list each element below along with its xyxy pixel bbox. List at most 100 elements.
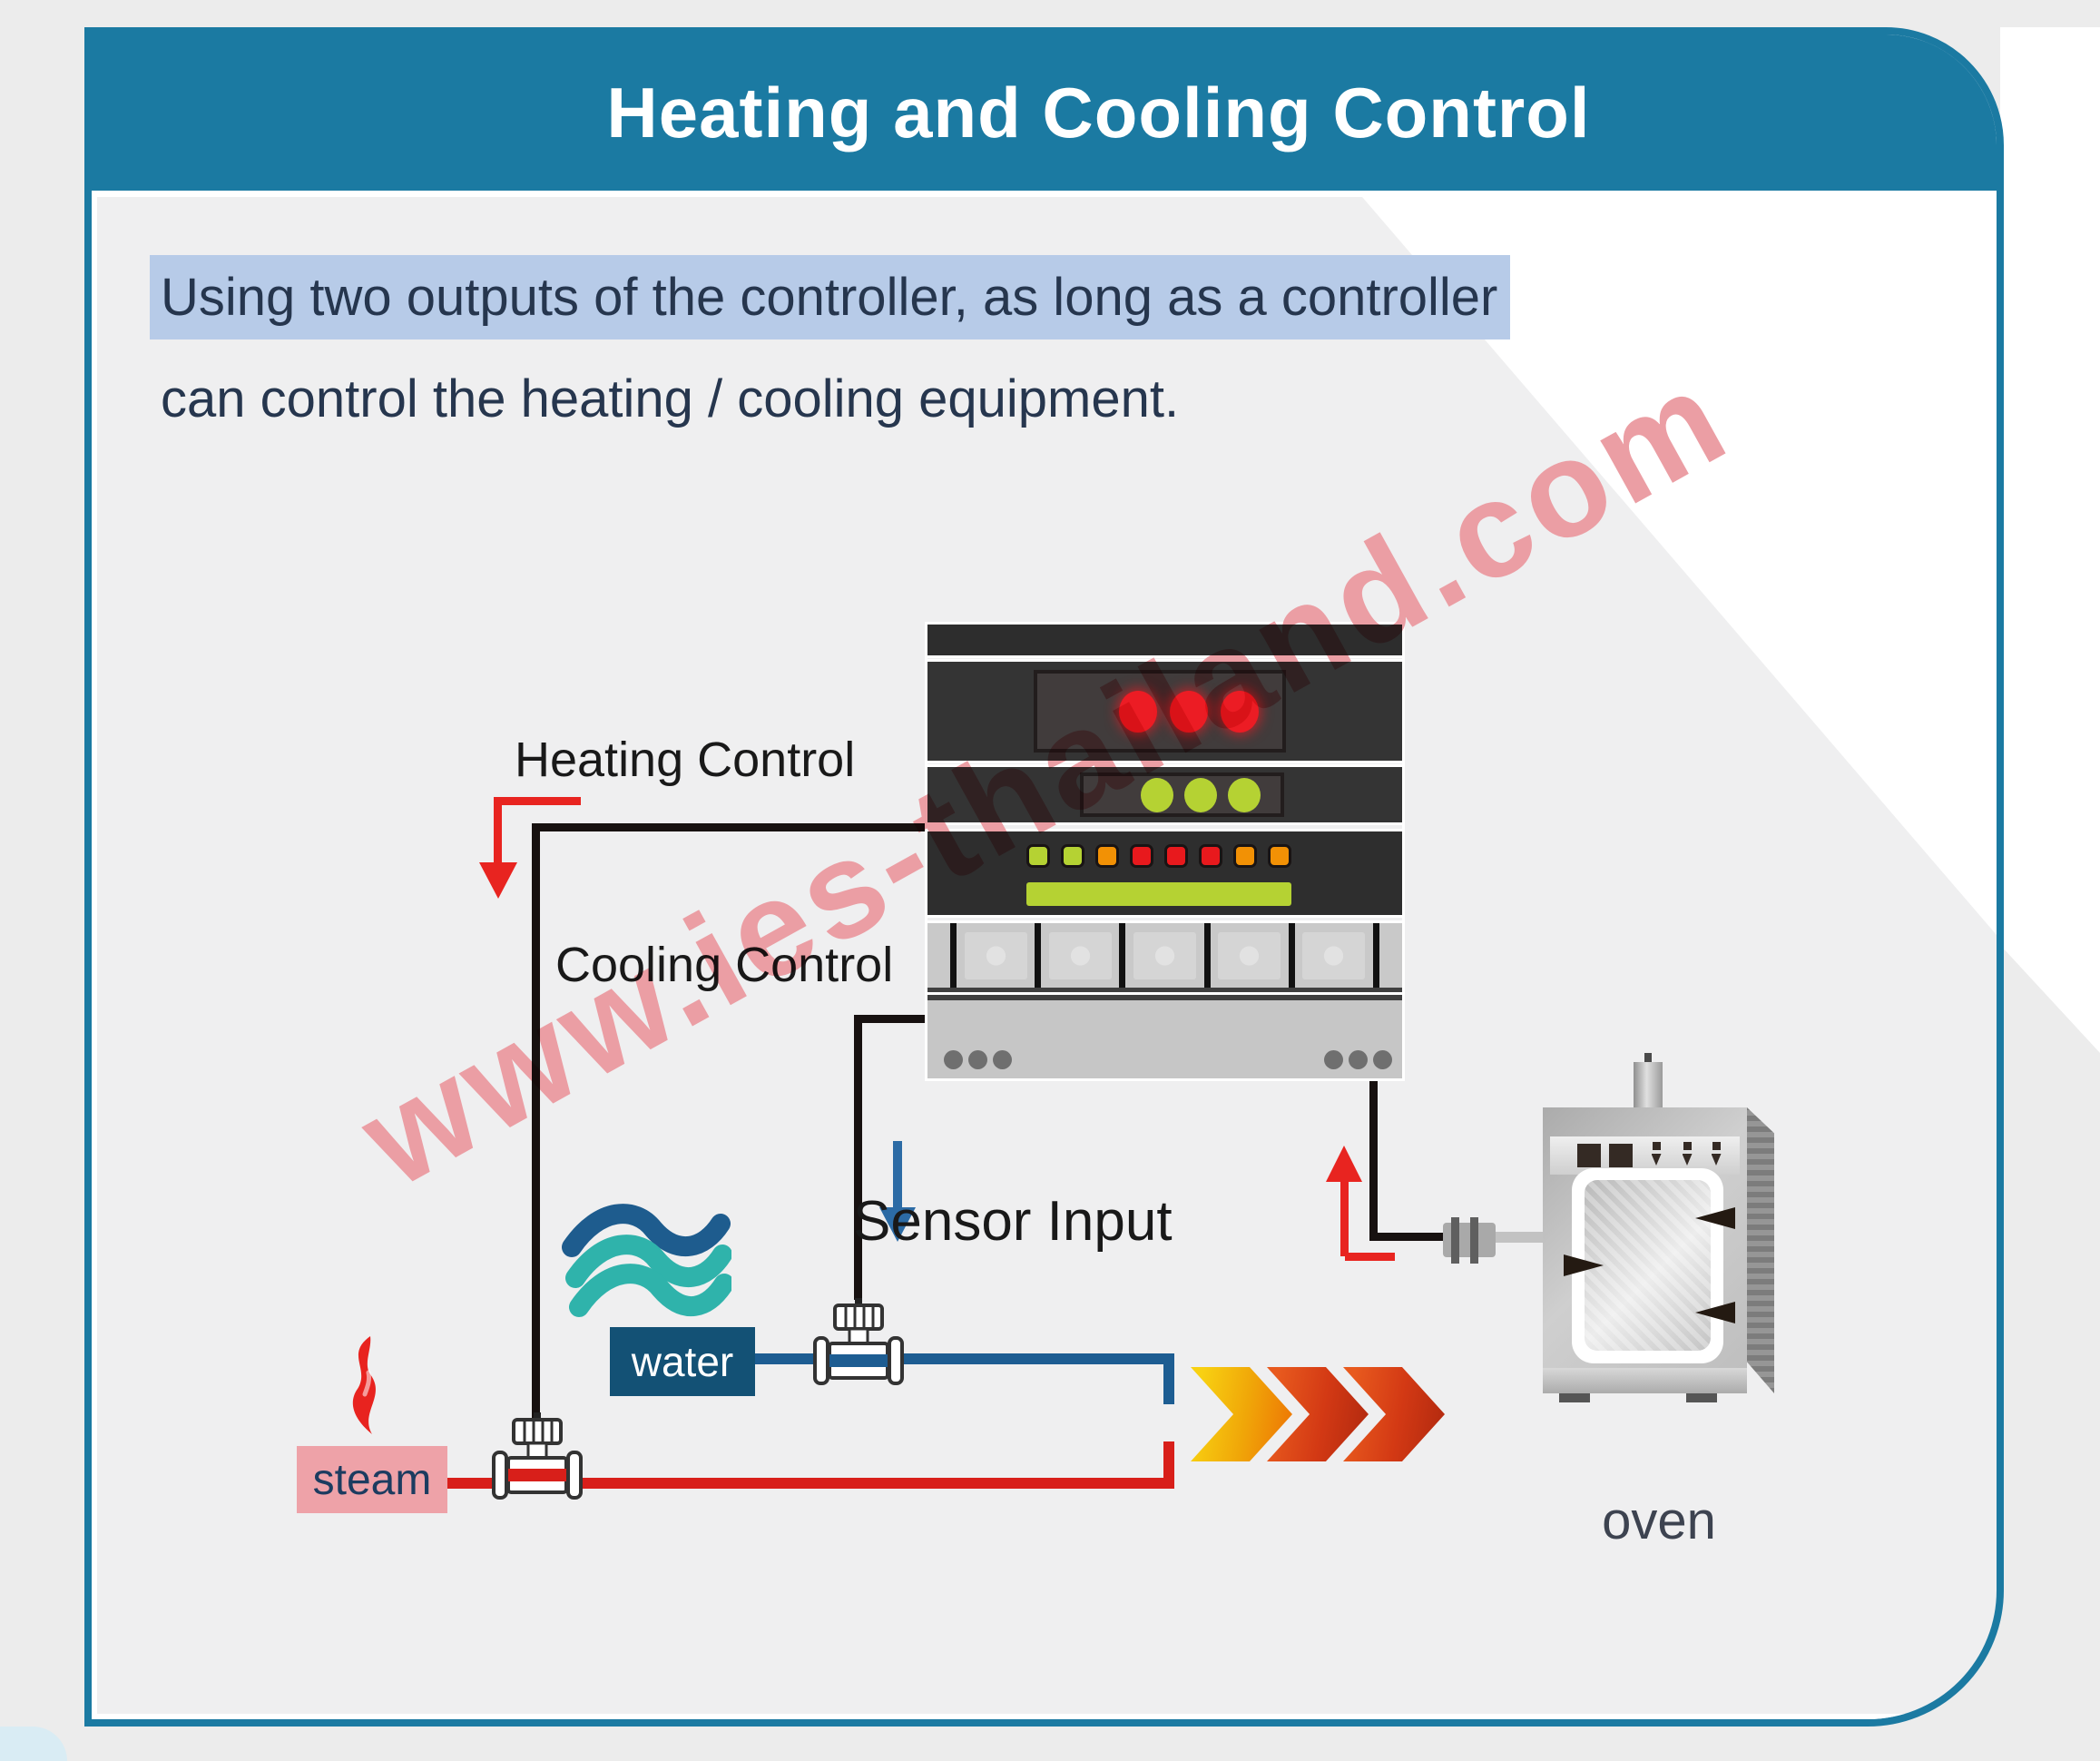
controller-top-bar (927, 625, 1402, 655)
terminal-pad (964, 931, 1027, 979)
steam-pipe-vertical (1163, 1441, 1174, 1489)
oven-chimney (1634, 1062, 1663, 1109)
oven-door-glass (1585, 1180, 1711, 1351)
oven-switch (1609, 1144, 1633, 1167)
intro-paragraph: Using two outputs of the controller, as … (150, 247, 1511, 450)
bargraph-display (1026, 882, 1291, 906)
terminal-cell (950, 923, 1035, 988)
pv-led-digit (1221, 690, 1259, 733)
base-vents-right (1324, 1050, 1392, 1069)
sensor-arrow-head-up-icon (1326, 1146, 1362, 1182)
oven-foot (1559, 1393, 1590, 1402)
steam-pipe-horizontal (446, 1478, 1174, 1489)
base-vents-left (944, 1050, 1012, 1069)
status-led-red (1199, 844, 1222, 868)
pv-led-digit (1170, 690, 1208, 733)
water-valve-icon (813, 1298, 904, 1385)
terminal-cell (1203, 923, 1289, 988)
sensor-connector-band (1451, 1217, 1459, 1264)
heating-arrow-line-h (497, 797, 581, 805)
oven-base (1543, 1368, 1747, 1393)
pv-display-window (1034, 670, 1286, 753)
pv-led-digit (1119, 690, 1157, 733)
sensor-wire-vertical (1369, 1078, 1378, 1241)
terminal-pad (1218, 931, 1281, 979)
controller-sv-display (927, 767, 1402, 822)
header-separator (92, 191, 1997, 197)
sv-led-digit (1141, 777, 1173, 812)
intro-line2: can control the heating / cooling equipm… (161, 369, 1180, 428)
sensor-arrow-line-h (1345, 1253, 1395, 1261)
cooling-wire-vertical (854, 1015, 862, 1300)
status-led-red (1130, 844, 1153, 868)
status-led-row (1026, 844, 1291, 868)
terminal-cell (1119, 923, 1203, 988)
status-led-orange (1268, 844, 1291, 868)
bottom-inner-line (92, 1714, 1997, 1719)
steam-valve-icon (492, 1412, 583, 1500)
terminal-pad (1302, 931, 1366, 979)
card-header: Heating and Cooling Control (92, 34, 1997, 191)
controller-divider (927, 988, 1402, 995)
water-pipe-vertical (1163, 1353, 1174, 1404)
vent-dot (1349, 1050, 1368, 1069)
left-inner-line (92, 191, 97, 1719)
sensor-wire-horizontal (1369, 1233, 1447, 1241)
controller-base (927, 995, 1402, 1078)
status-led-green (1061, 844, 1084, 868)
terminal-pad (1048, 931, 1112, 979)
sensor-probe-rod (1496, 1232, 1550, 1243)
heating-control-label: Heating Control (515, 733, 856, 787)
cooling-arrow-head-down-icon (879, 1207, 916, 1242)
status-led-green (1026, 844, 1050, 868)
sensor-input-label: Sensor Input (853, 1190, 1173, 1253)
status-led-orange (1233, 844, 1257, 868)
oven-illustration (1543, 1053, 1779, 1416)
sensor-arrow-line-v (1340, 1182, 1349, 1256)
heating-wire-horizontal (535, 823, 927, 831)
cooling-wire-horizontal (859, 1015, 927, 1023)
sv-led-digit (1184, 777, 1217, 812)
terminal-cell (1288, 923, 1380, 988)
steam-flame-icon (352, 1336, 376, 1434)
sv-display-window (1080, 772, 1284, 817)
vent-dot (944, 1050, 963, 1069)
water-tag-text: water (631, 1338, 734, 1385)
heating-arrow-head-down-icon (479, 862, 517, 899)
cooling-control-label: Cooling Control (555, 938, 894, 992)
oven-label: oven (1602, 1491, 1716, 1550)
steam-tag: steam (297, 1446, 447, 1513)
terminal-cell (1035, 923, 1119, 988)
status-led-orange (1095, 844, 1119, 868)
controller-pv-display (927, 662, 1402, 761)
vent-dot (1373, 1050, 1392, 1069)
water-tag: water (610, 1327, 755, 1396)
cooling-arrow-line (893, 1141, 902, 1210)
terminal-pad (1133, 931, 1196, 979)
oven-knob-icon (1651, 1142, 1662, 1171)
heat-flow-chevron-icon (1191, 1367, 1292, 1461)
steam-tag-text: steam (312, 1455, 432, 1504)
vent-dot (1324, 1050, 1343, 1069)
controller-indicator-panel (927, 831, 1402, 915)
heating-wire-vertical (532, 823, 540, 1420)
card-content: Using two outputs of the controller, as … (92, 191, 1997, 1719)
vent-dot (993, 1050, 1012, 1069)
oven-knob-icon (1711, 1142, 1722, 1171)
oven-foot (1686, 1393, 1717, 1402)
page-title: Heating and Cooling Control (606, 72, 1591, 152)
status-led-red (1164, 844, 1188, 868)
sensor-connector-band (1470, 1217, 1478, 1264)
heating-cooling-card: Heating and Cooling Control Using two ou… (84, 27, 2004, 1727)
heating-arrow-line-v (494, 797, 502, 864)
oven-switch (1577, 1144, 1601, 1167)
temperature-controller (927, 625, 1402, 1078)
oven-side (1747, 1107, 1774, 1393)
terminal-strip (927, 923, 1402, 988)
next-card-corner (0, 1727, 67, 1761)
water-waves-icon (562, 1204, 731, 1317)
intro-line1-highlight: Using two outputs of the controller, as … (150, 255, 1511, 339)
vent-dot (968, 1050, 987, 1069)
